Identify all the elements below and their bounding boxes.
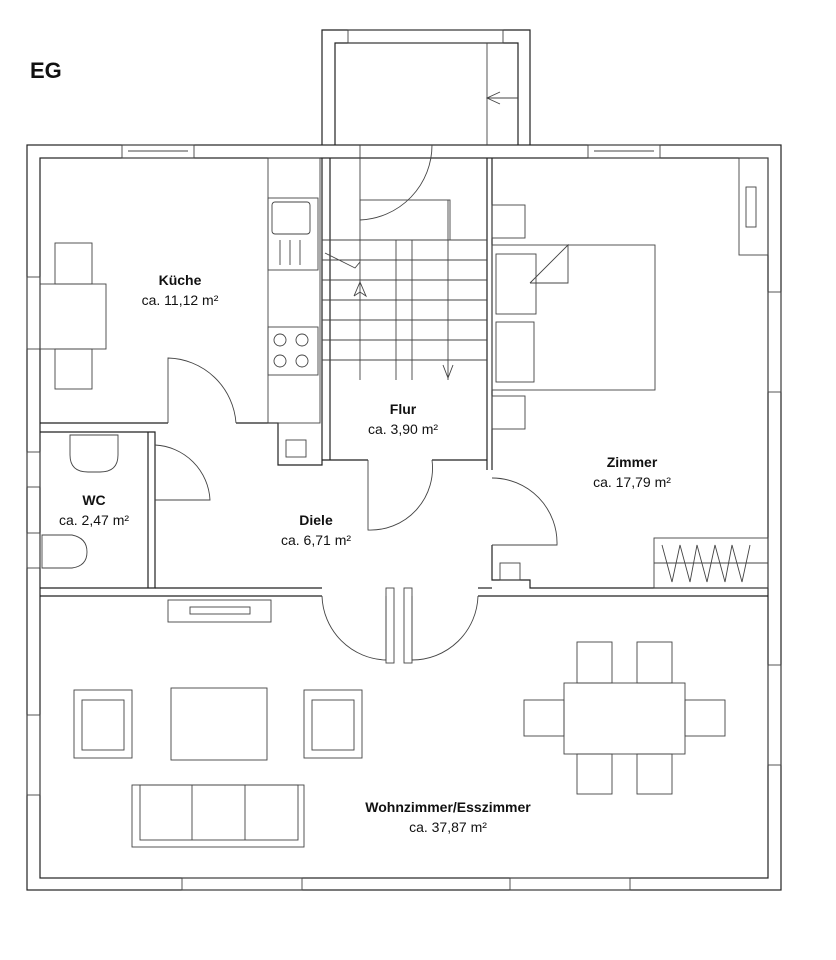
wc-fixtures <box>41 434 119 569</box>
room-diele: Diele ca. 6,71 m² <box>281 512 351 548</box>
room-name: Diele <box>299 512 333 528</box>
room-flur: Flur ca. 3,90 m² <box>368 401 438 437</box>
outer-walls <box>26 29 782 891</box>
living-furniture <box>73 599 726 848</box>
room-name: WC <box>82 492 105 508</box>
room-area: ca. 6,71 m² <box>281 532 351 548</box>
windows <box>26 29 782 891</box>
room-name: Küche <box>159 272 202 288</box>
room-area: ca. 3,90 m² <box>368 421 438 437</box>
room-name: Zimmer <box>607 454 658 470</box>
room-area: ca. 17,79 m² <box>593 474 671 490</box>
room-name: Flur <box>390 401 417 417</box>
room-zimmer: Zimmer ca. 17,79 m² <box>593 454 671 490</box>
room-area: ca. 2,47 m² <box>59 512 129 528</box>
room-name: Wohnzimmer/Esszimmer <box>365 799 531 815</box>
room-wc: WC ca. 2,47 m² <box>59 492 129 528</box>
doors <box>154 144 558 661</box>
staircase <box>322 199 487 380</box>
room-wohnzimmer: Wohnzimmer/Esszimmer ca. 37,87 m² <box>365 799 531 835</box>
room-kueche: Küche ca. 11,12 m² <box>142 272 219 308</box>
bedroom-furniture <box>491 157 769 589</box>
floor-label: EG <box>30 58 62 83</box>
kitchen-furniture <box>39 157 321 458</box>
room-area: ca. 37,87 m² <box>409 819 487 835</box>
room-area: ca. 11,12 m² <box>142 292 219 308</box>
